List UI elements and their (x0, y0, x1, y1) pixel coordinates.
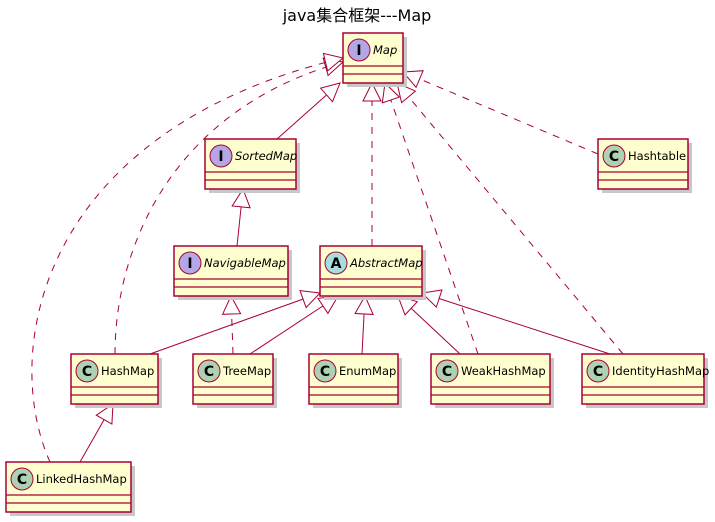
edge-identityhashmap-to-abstractmap (420, 289, 611, 355)
interface-badge-icon (178, 251, 202, 275)
badge-letter: C (204, 364, 214, 380)
edge-identityhashmap-to-map (396, 82, 624, 355)
class-badge-icon (602, 144, 626, 168)
edge-line (149, 292, 321, 355)
edge-linkedhashmap-to-hashmap (79, 403, 114, 463)
class-name-label: Map (373, 43, 397, 57)
class-name-label: HashMap (101, 364, 154, 378)
class-box-identityhashmap[interactable]: C IdentityHashMap (581, 353, 709, 408)
class-box-sortedmap[interactable]: I SortedMap (204, 138, 300, 193)
edge-line (396, 82, 624, 355)
class-badge-icon (313, 359, 337, 383)
badge-letter: C (320, 364, 330, 380)
badge-letter: C (609, 149, 619, 165)
edge-linkedhashmap-to-map (31, 52, 345, 463)
class-badge-icon (10, 467, 34, 491)
interface-badge-icon (209, 144, 233, 168)
class-badge-icon (75, 359, 99, 383)
edge-line (114, 61, 344, 355)
class-badge-icon (586, 359, 610, 383)
edge-treemap-to-abstractmap (249, 295, 339, 355)
inheritance-arrowhead (221, 294, 242, 315)
badge-letter: C (17, 472, 27, 488)
edge-layer (31, 52, 624, 463)
inheritance-arrowhead (381, 81, 401, 104)
class-box-hashtable[interactable]: C Hashtable (597, 138, 692, 193)
class-name-label: SortedMap (235, 149, 297, 163)
class-name-label: AbstractMap (349, 256, 423, 270)
edge-line (421, 292, 611, 355)
abstract-badge-icon (324, 251, 348, 275)
class-name-label: LinkedHashMap (36, 472, 127, 486)
class-box-enummap[interactable]: C EnumMap (308, 353, 402, 408)
class-name-label: WeakHashMap (461, 364, 546, 378)
class-name-label: Hashtable (628, 149, 686, 163)
edge-navigablemap-to-sortedmap (231, 187, 251, 247)
class-box-linkedhashmap[interactable]: C LinkedHashMap (5, 461, 135, 516)
class-box-abstractmap[interactable]: A AbstractMap (319, 245, 426, 300)
edge-hashmap-to-abstractmap (149, 290, 322, 355)
badge-letter: I (187, 256, 192, 272)
class-badge-icon (197, 359, 221, 383)
edge-line (384, 82, 479, 355)
class-box-weakhashmap[interactable]: C WeakHashMap (430, 353, 554, 408)
inheritance-arrowhead (420, 289, 443, 309)
class-box-map[interactable]: I Map (342, 32, 407, 87)
edge-enummap-to-abstractmap (354, 294, 374, 355)
class-badge-icon (435, 359, 459, 383)
class-name-label: NavigableMap (204, 256, 286, 270)
edge-weakhashmap-to-map (381, 81, 479, 355)
class-box-treemap[interactable]: C TreeMap (192, 353, 277, 408)
badge-letter: C (82, 364, 92, 380)
edge-hashtable-to-map (401, 70, 599, 155)
edge-line (31, 57, 344, 463)
edge-abstractmap-to-map (362, 81, 382, 246)
badge-letter: I (356, 43, 361, 59)
badge-letter: C (442, 364, 452, 380)
badge-letter: A (331, 256, 342, 272)
class-box-navigablemap[interactable]: I NavigableMap (173, 245, 292, 300)
inheritance-arrowhead (95, 403, 114, 425)
inheritance-arrowhead (362, 81, 382, 102)
edge-weakhashmap-to-abstractmap (397, 295, 461, 355)
inheritance-arrowhead (401, 70, 424, 89)
inheritance-arrowhead (322, 52, 345, 72)
inheritance-arrowhead (319, 82, 341, 103)
edge-line (402, 71, 599, 155)
inheritance-arrowhead (299, 290, 322, 309)
inheritance-arrowhead (354, 294, 374, 315)
class-name-label: IdentityHashMap (612, 364, 709, 378)
badge-letter: C (593, 364, 603, 380)
diagram-title: java集合框架---Map (282, 6, 432, 25)
class-name-label: TreeMap (222, 364, 271, 378)
edge-sortedmap-to-map (276, 82, 341, 140)
badge-letter: I (218, 149, 223, 165)
class-name-label: EnumMap (339, 364, 396, 378)
interface-badge-icon (347, 38, 371, 62)
inheritance-arrowhead (231, 187, 251, 209)
inheritance-arrowhead (396, 82, 417, 104)
class-box-hashmap[interactable]: C HashMap (70, 353, 162, 408)
